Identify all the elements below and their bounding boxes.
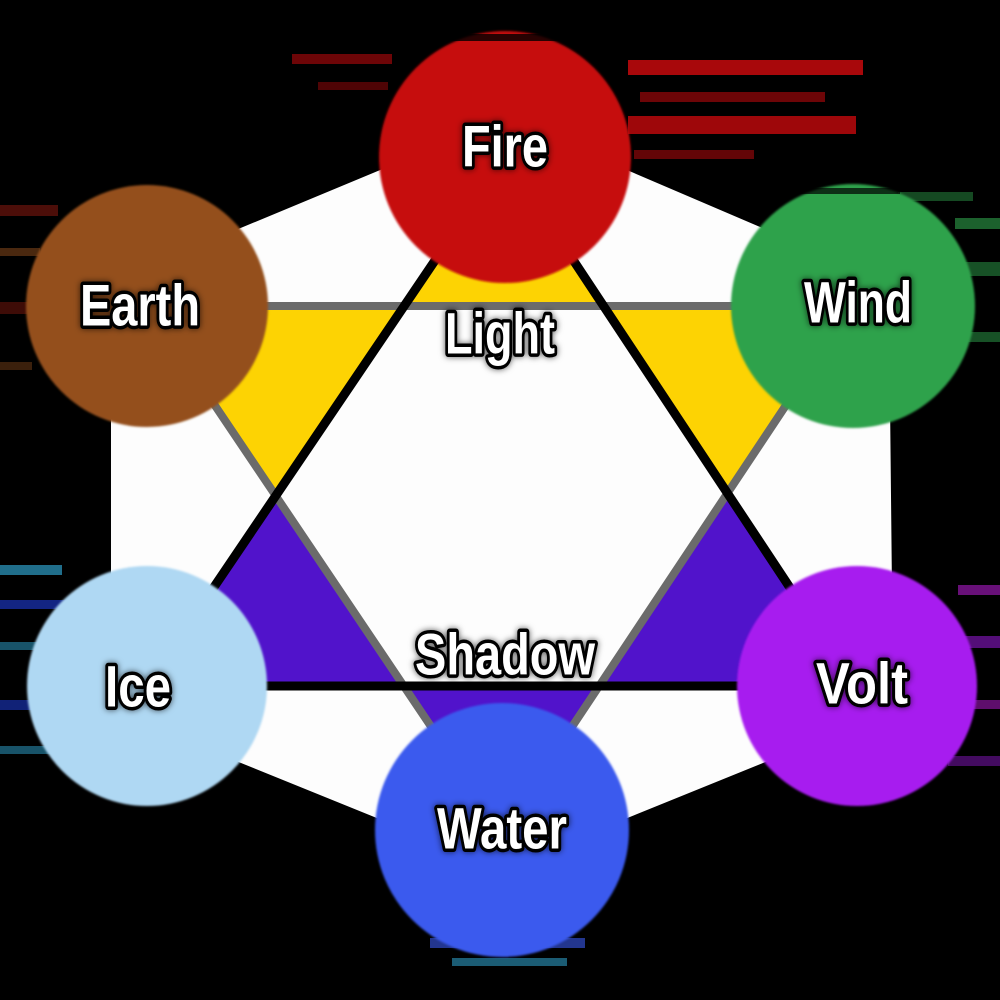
earth-label: Earth (80, 274, 200, 339)
ice-label: Ice (105, 655, 171, 720)
shadow-label: Shadow (415, 623, 596, 688)
ice-node (27, 566, 267, 806)
volt-label: Volt (816, 652, 908, 717)
wind-label: Wind (804, 271, 912, 336)
shadow-triangle-outline (140, 302, 860, 840)
fire-node (379, 31, 631, 283)
light-triangle-outline (138, 148, 864, 691)
water-label: Water (437, 797, 567, 862)
wind-node (731, 184, 975, 428)
water-node (375, 703, 629, 957)
volt-node (737, 566, 977, 806)
labels: Fire Wind Volt Water Ice Earth Light Sha… (77, 111, 916, 865)
light-label: Light (445, 302, 555, 367)
earth-node (26, 185, 268, 427)
glitch-notches (432, 34, 900, 194)
fire-label: Fire (462, 115, 548, 180)
